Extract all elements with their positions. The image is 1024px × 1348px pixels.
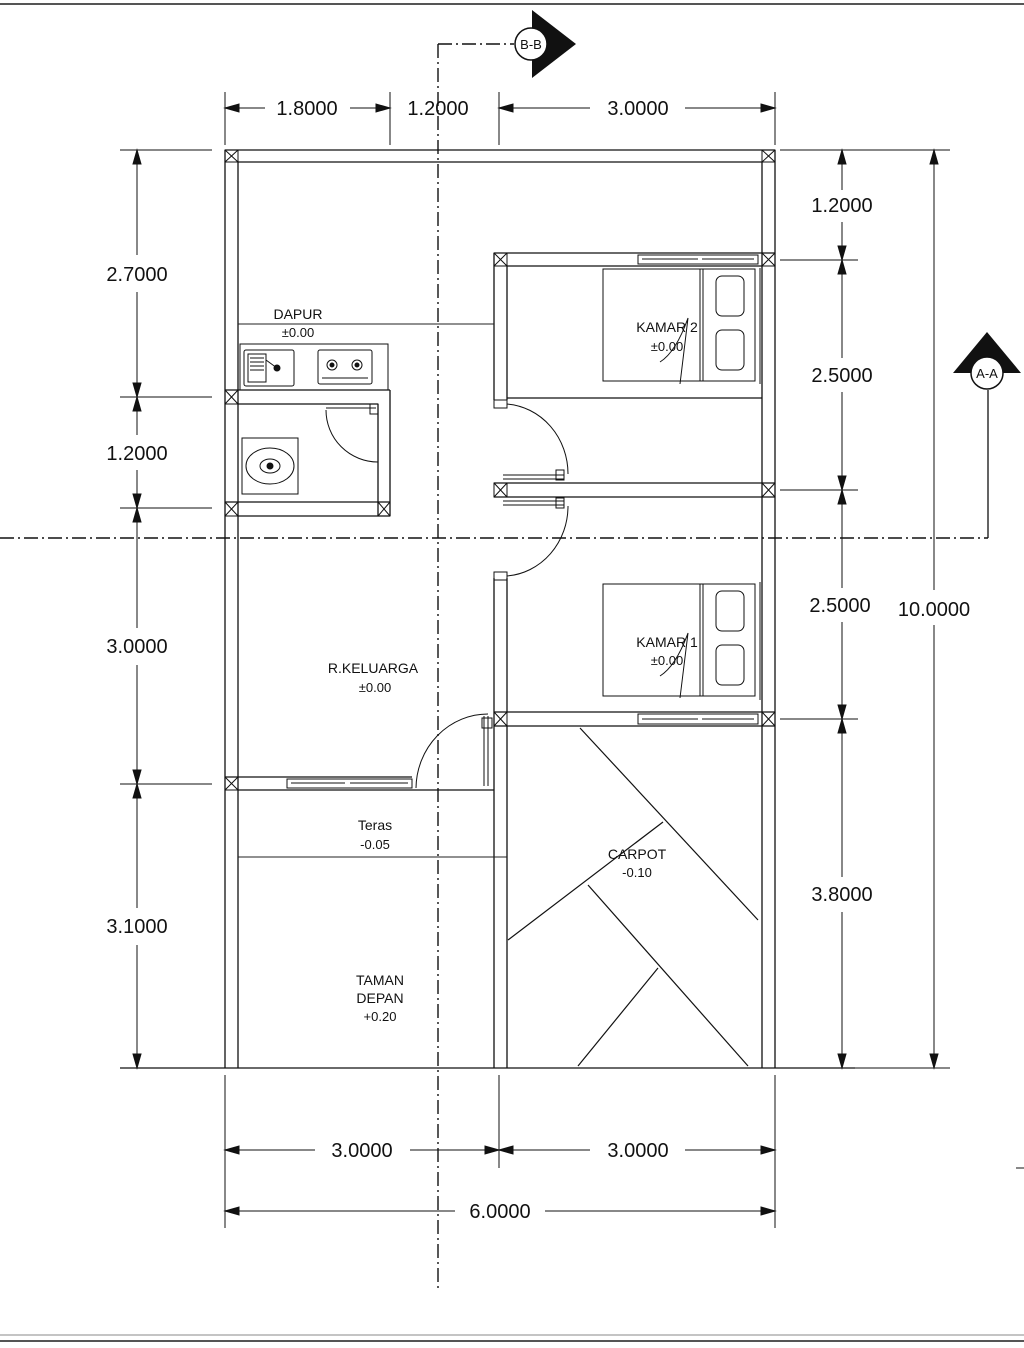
room-name-teras: Teras — [358, 817, 392, 833]
room-name-kamar-1: KAMAR 1 — [636, 634, 698, 650]
toilet — [241, 437, 299, 495]
bed-kamar-1 — [602, 582, 761, 700]
dim-right-3: 2.5000 — [809, 595, 870, 617]
windows — [286, 254, 759, 789]
room-level-carpot: -0.10 — [622, 865, 652, 880]
dim-left-2: 1.2000 — [106, 443, 167, 465]
section-line-a: A-A — [0, 332, 1021, 539]
dimension-labels: 1.8000 1.2000 3.0000 2.7000 1.2000 3.000… — [106, 98, 970, 1223]
room-level-dapur: ±0.00 — [282, 325, 314, 340]
dim-left-4: 3.1000 — [106, 916, 167, 938]
room-level-teras: -0.05 — [360, 837, 390, 852]
dim-overall-bottom: 6.0000 — [469, 1201, 530, 1223]
dimension-lines — [120, 92, 1024, 1228]
room-name-taman: TAMAN — [356, 972, 404, 988]
carport-hatch — [507, 727, 759, 1067]
walls — [120, 149, 855, 1069]
room-level-kamar-2: ±0.00 — [651, 339, 683, 354]
room-level-keluarga: ±0.00 — [359, 680, 391, 695]
room-name-keluarga: R.KELUARGA — [328, 660, 419, 676]
dim-top-3: 3.0000 — [607, 98, 668, 120]
dim-right-4: 3.8000 — [811, 884, 872, 906]
section-line-b: B-B — [437, 10, 576, 1290]
room-level-taman: +0.20 — [364, 1009, 397, 1024]
dim-top-1: 1.8000 — [276, 98, 337, 120]
dim-right-1: 1.2000 — [811, 195, 872, 217]
dim-top-2: 1.2000 — [407, 98, 468, 120]
dim-left-3: 3.0000 — [106, 636, 167, 658]
room-name-carpot: CARPOT — [608, 846, 667, 862]
room-name-dapur: DAPUR — [273, 306, 322, 322]
room-labels: DAPUR ±0.00 KAMAR 2 ±0.00 KAMAR 1 ±0.00 … — [273, 306, 697, 1024]
room-level-kamar-1: ±0.00 — [651, 653, 683, 668]
structural-columns — [224, 149, 776, 791]
section-b-label: B-B — [520, 37, 542, 52]
dim-right-2: 2.5000 — [811, 365, 872, 387]
doors — [325, 399, 569, 789]
room-name-taman-2: DEPAN — [356, 990, 403, 1006]
section-a-label: A-A — [976, 366, 998, 381]
dim-bottom-2: 3.0000 — [607, 1140, 668, 1162]
dim-overall-right: 10.0000 — [898, 599, 970, 621]
bed-kamar-2 — [602, 268, 761, 385]
dim-bottom-1: 3.0000 — [331, 1140, 392, 1162]
room-name-kamar-2: KAMAR 2 — [636, 319, 698, 335]
kitchen-counter — [239, 343, 389, 391]
dim-left-1: 2.7000 — [106, 264, 167, 286]
